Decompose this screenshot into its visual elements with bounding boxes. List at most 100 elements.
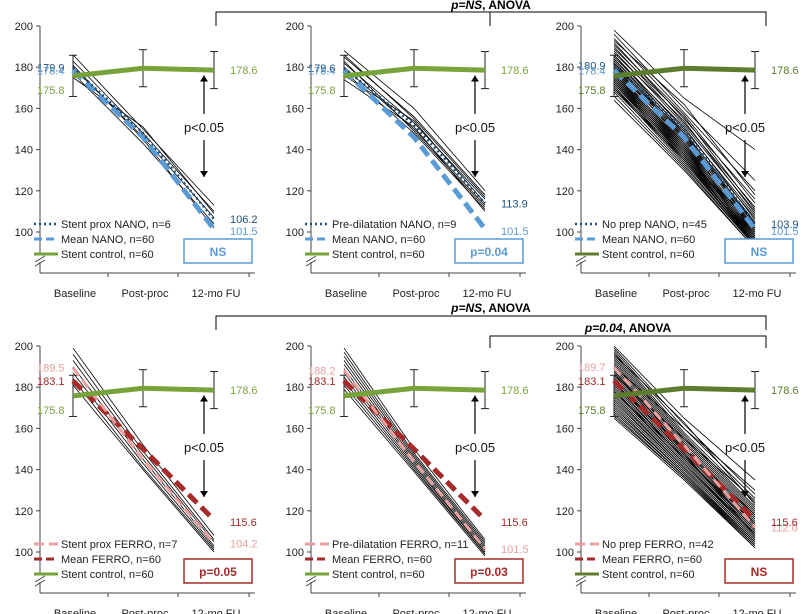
y-tick-label: 180 <box>556 62 574 74</box>
significance-annotation: p<0.05 <box>184 440 224 455</box>
y-tick-label: 100 <box>556 227 574 239</box>
individual-line <box>613 411 756 547</box>
anova-bracket-bottom-right: p=0.04, ANOVA <box>489 321 767 348</box>
individual-line <box>613 95 756 249</box>
arrow-down-head <box>741 171 749 177</box>
mean-fu-label: 115.6 <box>501 517 528 529</box>
stat-box-label: p=0.05 <box>199 565 237 579</box>
anova-bottom-suffix: , ANOVA <box>482 301 531 315</box>
y-tick-label: 140 <box>15 145 33 157</box>
y-tick-label: 100 <box>556 547 574 559</box>
mean-line <box>342 379 487 522</box>
y-tick-label: 180 <box>15 62 33 74</box>
arrow-down-head <box>471 491 479 497</box>
individual-line <box>613 384 756 532</box>
x-tick-label: Post-proc <box>662 288 710 300</box>
legend-control-label: Stent control, n=60 <box>61 569 154 581</box>
anova-bracket-bottom: p=NS, ANOVA <box>215 301 767 330</box>
individual-line <box>613 397 756 538</box>
control-line <box>72 65 215 79</box>
x-tick-label: Post-proc <box>392 288 440 300</box>
individual-line <box>343 351 486 542</box>
stat-box <box>183 238 253 264</box>
stat-box <box>183 558 253 584</box>
individual-line <box>613 44 756 204</box>
anova-top-suffix: , ANOVA <box>482 0 531 12</box>
individual-line <box>343 389 486 557</box>
control-baseline-label: 175.8 <box>308 405 336 417</box>
y-tick-label: 100 <box>286 547 304 559</box>
subgroup-line <box>343 67 486 205</box>
legend-mean-label: Mean FERRO, n=60 <box>332 554 432 566</box>
y-tick-label: 120 <box>556 186 574 198</box>
y-tick-label: 160 <box>556 103 574 115</box>
legend-mean-label: Mean NANO, n=60 <box>61 234 154 246</box>
mean-baseline-label: 183.1 <box>578 376 606 388</box>
subgroup-baseline-label: 189.7 <box>578 362 606 374</box>
x-tick-label: Post-proc <box>121 288 169 300</box>
x-tick-label: Post-proc <box>121 608 169 614</box>
x-tick-label: 12-mo FU <box>733 608 782 614</box>
individual-line <box>613 71 756 237</box>
y-tick-label: 160 <box>286 103 304 115</box>
individual-line <box>613 56 756 220</box>
individual-line <box>72 77 215 214</box>
x-tick-label: Baseline <box>595 288 637 300</box>
significance-annotation: p<0.05 <box>725 440 765 455</box>
individual-line <box>343 376 486 553</box>
subgroup-fu-label: 112.0 <box>771 522 798 534</box>
individual-line <box>613 393 756 536</box>
x-tick-label: 12-mo FU <box>192 608 241 614</box>
anova-bottom-right-p: p=0.04 <box>584 321 623 335</box>
y-tick-label: 140 <box>556 145 574 157</box>
axis-break-mark <box>34 255 46 263</box>
axis-break-mark <box>34 575 46 583</box>
subgroup-baseline-label: 179.9 <box>37 62 65 74</box>
x-tick-label: 12-mo FU <box>192 288 241 300</box>
y-tick-label: 100 <box>286 227 304 239</box>
subgroup-baseline-label: 189.5 <box>37 363 65 375</box>
individual-line <box>613 75 756 241</box>
legend-subgroup-label: No prep NANO, n=45 <box>602 219 707 231</box>
individual-line <box>613 407 756 545</box>
axis-break-mark <box>34 579 46 587</box>
mean-line <box>612 68 757 231</box>
y-tick-label: 180 <box>286 382 304 394</box>
control-line <box>613 385 756 399</box>
legend-subgroup-label: Pre-dilatation FERRO, n=11 <box>332 539 468 551</box>
x-tick-label: Post-proc <box>392 608 440 614</box>
anova-top-p: p=NS <box>450 0 482 12</box>
control-baseline-label: 175.8 <box>37 85 65 97</box>
control-baseline-label: 175.8 <box>578 405 606 417</box>
mean-fu-label: 101.5 <box>501 226 529 238</box>
axis-break-mark <box>575 579 587 587</box>
individual-line <box>343 384 486 555</box>
y-tick-label: 140 <box>556 465 574 477</box>
legend-mean-label: Mean FERRO, n=60 <box>602 554 702 566</box>
subgroup-fu-label: 101.5 <box>501 544 529 556</box>
individual-line <box>613 370 756 536</box>
y-tick-label: 160 <box>15 103 33 115</box>
individual-line <box>613 33 756 181</box>
individual-line <box>613 83 756 245</box>
mean-baseline-label: 178.4 <box>308 65 336 77</box>
x-tick-label: 12-mo FU <box>733 288 782 300</box>
subgroup-line <box>71 366 216 545</box>
subgroup-line <box>72 66 215 221</box>
subgroup-fu-label: 103.9 <box>771 219 799 231</box>
arrow-up-head <box>200 395 208 402</box>
arrow-up-head <box>200 75 208 82</box>
y-tick-label: 200 <box>556 341 574 353</box>
anova-label-top: p=NS, ANOVA <box>450 0 531 12</box>
arrow-down-head <box>471 171 479 177</box>
legend-mean-label: Mean FERRO, n=60 <box>61 554 161 566</box>
stat-box-label: p=0.03 <box>470 565 508 579</box>
stat-box-label: NS <box>751 245 768 259</box>
mean-fu-label: 101.5 <box>230 226 258 238</box>
individual-line <box>613 401 756 540</box>
significance-annotation: p<0.05 <box>455 440 495 455</box>
